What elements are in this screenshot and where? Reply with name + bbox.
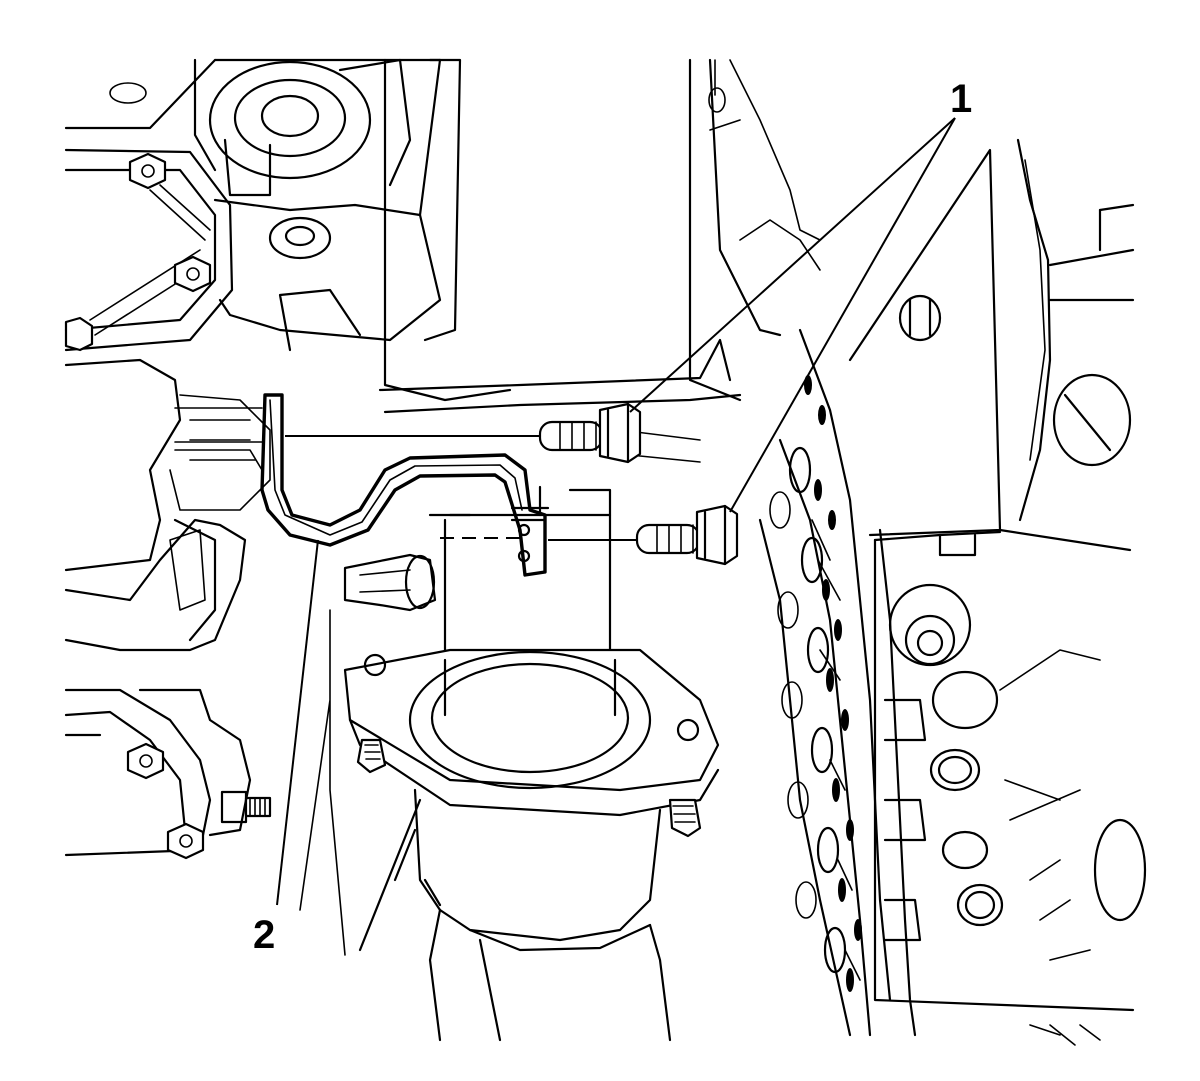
subframe-rail <box>758 328 917 1037</box>
flange-bolt-right <box>173 255 212 293</box>
bolt-lower <box>635 504 739 566</box>
housing-bolt-a <box>126 742 165 780</box>
sensor-connector <box>343 553 437 612</box>
callout-2-label: 2 <box>253 913 275 957</box>
housing-bolt-b <box>166 822 205 860</box>
flange-bolt-left <box>64 316 94 352</box>
exhaust-flange <box>343 648 720 817</box>
flange-stud-right <box>668 798 702 838</box>
flange-bolt-upper <box>128 152 167 190</box>
callout-2-leader <box>276 539 319 906</box>
mount-boss <box>208 58 412 197</box>
exhaust-pipe-assembly <box>299 485 720 1042</box>
body-bracket <box>848 138 1147 1046</box>
exhaust-bracket <box>174 393 550 577</box>
bolt-upper <box>538 402 642 464</box>
flange-stud-left <box>356 738 387 774</box>
transmission-housing <box>64 58 512 860</box>
callout-1-leaders <box>629 117 956 513</box>
casting-boss <box>888 583 972 667</box>
callout-1-label: 1 <box>950 77 972 121</box>
stud-bolt <box>220 790 272 824</box>
floor-panel <box>378 58 821 463</box>
